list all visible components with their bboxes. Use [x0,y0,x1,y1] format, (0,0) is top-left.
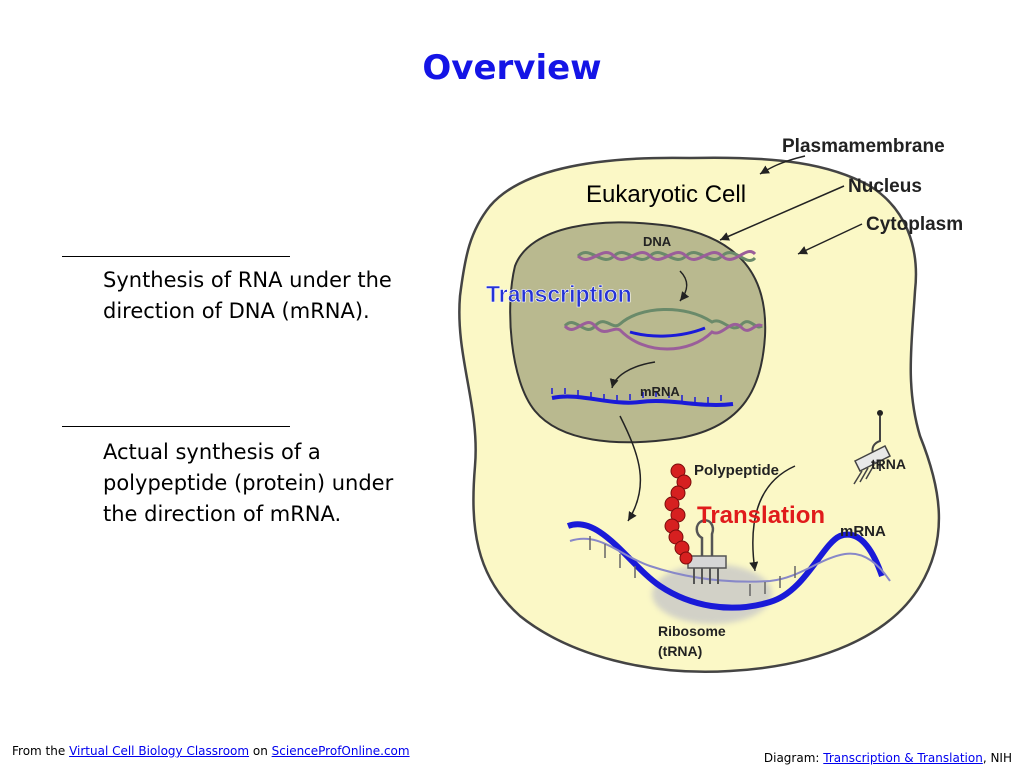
dna-transcription-bubble [563,307,763,351]
dna-helix [576,250,757,262]
dna-label: DNA [643,234,672,249]
blank-line-1 [62,256,290,257]
plasmamembrane-label: Plasmamembrane [782,136,945,157]
translation-label: Translation [697,502,825,529]
blank-line-2 [62,426,290,427]
mrna-strand-cytoplasm [566,521,891,611]
trna-in-ribosome [687,519,727,584]
footer-source: From the Virtual Cell Biology Classroom … [12,744,410,758]
scienceprofonline-link[interactable]: ScienceProfOnline.com [271,744,410,758]
cell-label: Eukaryotic Cell [586,181,746,208]
mrna-strand-nucleus [551,394,734,407]
nucleus-label: Nucleus [848,176,922,197]
mrna-label-nucleus: mRNA [640,384,680,399]
footer-source-middle: on [249,744,272,758]
ribosome-label: Ribosome [658,623,726,639]
slide-title: Overview [422,48,602,88]
footer-source-prefix: From the [12,744,70,758]
footer-credit-suffix: , NIH [982,751,1012,765]
footer-diagram-credit: Diagram: Transcription & Translation, NI… [764,751,1012,765]
transcription-definition: Synthesis of RNA under the direction of … [103,268,392,323]
transcription-label: Transcription [486,281,632,307]
trna-label: tRNA [871,456,906,472]
transcription-translation-link[interactable]: Transcription & Translation [823,751,983,765]
mrna-label-cytoplasm: mRNA [840,523,886,540]
polypeptide-chain [664,463,693,565]
translation-definition: Actual synthesis of a polypeptide (prote… [103,440,394,526]
cytoplasm-label: Cytoplasm [866,214,963,235]
free-trna [853,410,892,485]
nucleus [509,221,767,444]
virtual-cell-biology-link[interactable]: Virtual Cell Biology Classroom [69,744,250,758]
cell-diagram: Eukaryotic Cell Plasmamembrane Nucleus C… [458,136,963,673]
footer-credit-prefix: Diagram: [763,751,824,765]
polypeptide-label: Polypeptide [694,462,779,479]
ribosome-trna-label: (tRNA) [658,643,702,659]
